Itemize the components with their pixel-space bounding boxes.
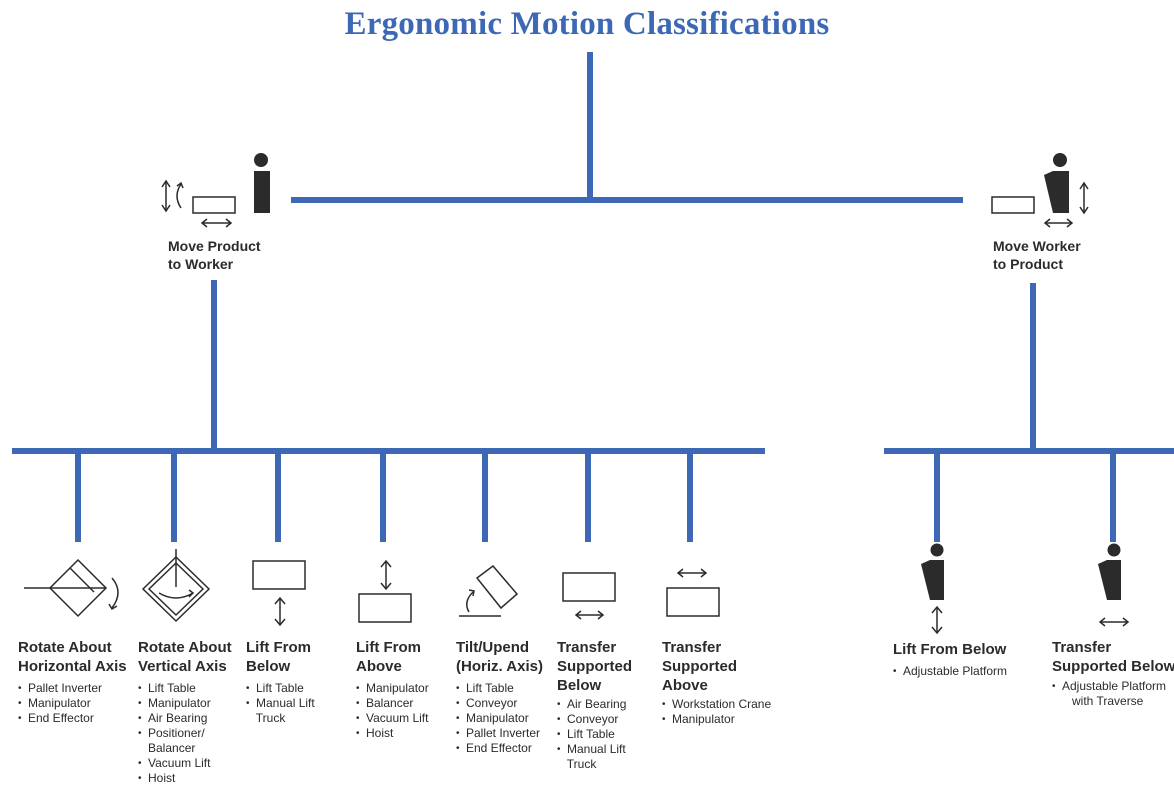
transfer-supported-above-icon — [666, 568, 720, 617]
list-item: Positioner/ — [138, 726, 211, 741]
category-items-list: Manipulator Balancer Vacuum Lift Hoist — [356, 681, 429, 741]
drop-line — [1110, 454, 1116, 542]
list-item: Manipulator — [356, 681, 429, 696]
list-item: Conveyor — [456, 696, 540, 711]
list-item: Lift Table — [456, 681, 540, 696]
top-bar-line — [291, 197, 963, 203]
list-item: Balancer — [356, 696, 429, 711]
category-items-list: Adjustable Platform with Traverse — [1052, 679, 1166, 709]
worker-bar-line — [884, 448, 1174, 454]
lift-from-above-icon — [358, 559, 412, 623]
category-items-list: Air Bearing Conveyor Lift Table Manual L… — [557, 697, 626, 772]
list-item: Air Bearing — [557, 697, 626, 712]
diagram-title: Ergonomic Motion Classifications — [344, 6, 830, 42]
drop-line — [380, 454, 386, 542]
drop-line — [585, 454, 591, 542]
list-item-continuation: Truck — [246, 711, 286, 725]
drop-line — [482, 454, 488, 542]
move-worker-icon — [991, 153, 1089, 228]
worker-lift-from-below-icon — [921, 543, 944, 634]
list-item: Vacuum Lift — [138, 756, 211, 771]
product-stem-line — [211, 280, 217, 452]
move-worker-label: Move Worker to Product — [993, 238, 1081, 272]
list-item: Manual Lift — [246, 696, 315, 711]
list-item: Vacuum Lift — [356, 711, 429, 726]
move-product-icon — [161, 153, 270, 228]
category-items-list: Lift Table Conveyor Manipulator Pallet I… — [456, 681, 540, 756]
list-item-continuation: with Traverse — [1062, 694, 1144, 708]
tilt-upend-icon — [459, 564, 519, 617]
list-item: Lift Table — [557, 727, 626, 742]
rotate-horizontal-axis-icon — [24, 558, 119, 618]
worker-transfer-supported-below-icon — [1098, 543, 1130, 627]
list-item: Pallet Inverter — [18, 681, 102, 696]
list-item: Workstation Crane — [662, 697, 771, 712]
category-items-list: Lift Table Manual Lift Truck — [246, 681, 315, 726]
list-item: Lift Table — [246, 681, 315, 696]
list-item: Adjustable Platform — [893, 664, 1007, 679]
root-stem-line — [587, 52, 593, 200]
list-item: Manipulator — [18, 696, 102, 711]
list-item: Conveyor — [557, 712, 626, 727]
rotate-vertical-axis-icon — [141, 549, 211, 623]
list-item-continuation: Balancer — [138, 741, 196, 755]
worker-stem-line — [1030, 283, 1036, 451]
category-label: Lift From Above — [356, 639, 421, 675]
list-item: Hoist — [356, 726, 429, 741]
list-item: End Effector — [456, 741, 540, 756]
list-item: End Effector — [18, 711, 102, 726]
drop-line — [275, 454, 281, 542]
list-item: Manual Lift — [557, 742, 626, 757]
list-item: Air Bearing — [138, 711, 211, 726]
move-product-label: Move Product to Worker — [168, 238, 261, 272]
list-item: Lift Table — [138, 681, 211, 696]
category-label: Transfer Supported Below — [557, 639, 632, 694]
product-bar-line — [12, 448, 765, 454]
list-item-continuation: Truck — [557, 757, 597, 771]
transfer-supported-below-icon — [562, 572, 616, 620]
category-items-list: Pallet Inverter Manipulator End Effector — [18, 681, 102, 726]
category-label: Lift From Below — [893, 641, 1007, 658]
category-items-list: Adjustable Platform — [893, 664, 1007, 679]
list-item: Pallet Inverter — [456, 726, 540, 741]
category-label: Transfer Supported Below — [1052, 639, 1174, 675]
list-item: Adjustable Platform — [1052, 679, 1166, 694]
drop-line — [687, 454, 693, 542]
category-label: Rotate About Vertical Axis — [138, 639, 232, 675]
drop-line — [171, 454, 177, 542]
category-label: Rotate About Horizontal Axis — [18, 639, 127, 675]
category-label: Transfer Supported Above — [662, 639, 737, 694]
list-item: Hoist — [138, 771, 211, 786]
list-item: Manipulator — [138, 696, 211, 711]
category-label: Lift From Below — [246, 639, 311, 675]
drop-line — [75, 454, 81, 542]
drop-line — [934, 454, 940, 542]
lift-from-below-icon — [252, 560, 306, 627]
category-label: Tilt/Upend (Horiz. Axis) — [456, 639, 543, 675]
list-item: Manipulator — [662, 712, 771, 727]
category-items-list: Lift Table Manipulator Air Bearing Posit… — [138, 681, 211, 786]
category-items-list: Workstation Crane Manipulator — [662, 697, 771, 727]
list-item: Manipulator — [456, 711, 540, 726]
